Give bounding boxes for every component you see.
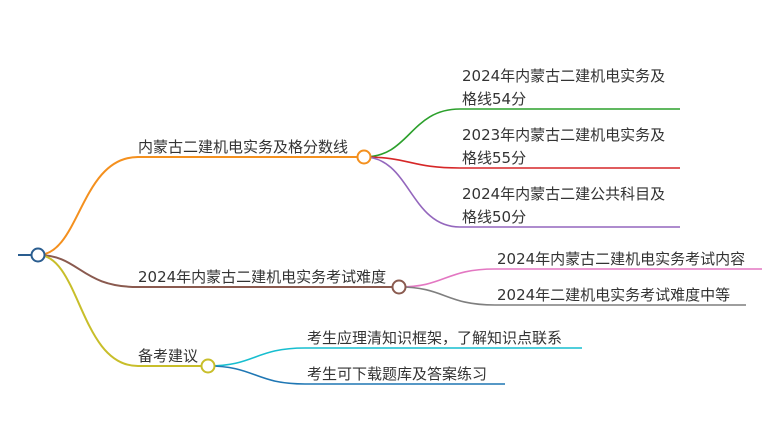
- branch-3-connector: [37, 254, 208, 367]
- leaf-1-connector: [363, 108, 680, 158]
- branch-2-connector: [37, 254, 399, 288]
- leaf-2-label-line-1[interactable]: 2023年内蒙古二建机电实务及: [462, 126, 665, 144]
- leaf-3-connector: [363, 156, 680, 228]
- leaf-6-connector: [207, 347, 582, 367]
- branch-3-node[interactable]: [200, 358, 216, 374]
- leaf-3-label-line-2[interactable]: 格线50分: [462, 208, 526, 226]
- leaf-4-label[interactable]: 2024年内蒙古二建机电实务考试内容: [497, 250, 745, 268]
- root-node[interactable]: [30, 247, 46, 263]
- branch-3-label[interactable]: 备考建议: [138, 347, 198, 365]
- leaf-1-label-line-1[interactable]: 2024年内蒙古二建机电实务及: [462, 67, 665, 85]
- leaf-7-connector: [207, 365, 505, 385]
- leaf-5-label[interactable]: 2024年二建机电实务考试难度中等: [497, 286, 730, 304]
- leaf-7-label[interactable]: 考生可下载题库及答案练习: [307, 365, 487, 383]
- leaf-5-connector: [398, 286, 746, 306]
- leaf-4-connector: [398, 268, 762, 288]
- leaf-3-label-line-1[interactable]: 2024年内蒙古二建公共科目及: [462, 185, 665, 203]
- branch-2-node[interactable]: [391, 279, 407, 295]
- leaf-2-label-line-2[interactable]: 格线55分: [462, 149, 526, 167]
- leaf-2-connector: [363, 156, 680, 169]
- branch-1-label[interactable]: 内蒙古二建机电实务及格分数线: [138, 138, 348, 156]
- branch-1-connector: [37, 156, 364, 256]
- branch-2-label[interactable]: 2024年内蒙古二建机电实务考试难度: [138, 268, 386, 286]
- leaf-1-label-line-2[interactable]: 格线54分: [462, 90, 526, 108]
- leaf-6-label[interactable]: 考生应理清知识框架，了解知识点联系: [307, 329, 562, 347]
- branch-1-node[interactable]: [356, 149, 372, 165]
